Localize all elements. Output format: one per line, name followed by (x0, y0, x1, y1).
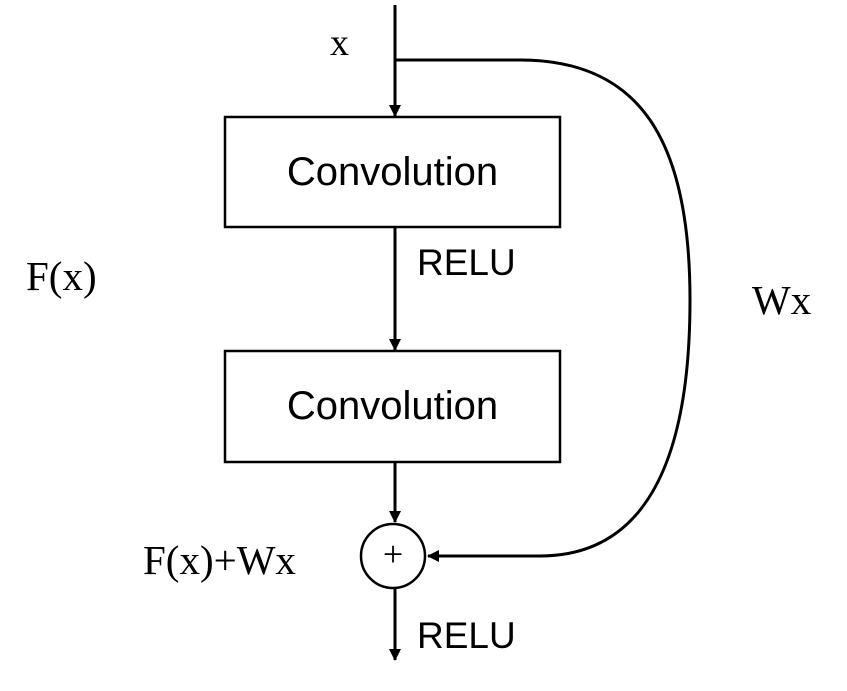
convolution-label-2: Convolution (286, 384, 499, 428)
plus-symbol: + (382, 534, 404, 574)
sum-node (359, 522, 427, 590)
shortcut-connection (395, 58, 692, 562)
convolution-block-2 (223, 349, 562, 464)
wx-label: Wx (752, 277, 812, 323)
convolution-block-1 (223, 115, 562, 229)
relu-label-1: RELU (417, 242, 516, 283)
sum-label: F(x)+Wx (143, 537, 296, 583)
fx-label: F(x) (26, 253, 97, 299)
relu-label-2: RELU (417, 615, 516, 656)
input-label-x: x (330, 22, 349, 64)
convolution-label-1: Convolution (286, 150, 499, 194)
